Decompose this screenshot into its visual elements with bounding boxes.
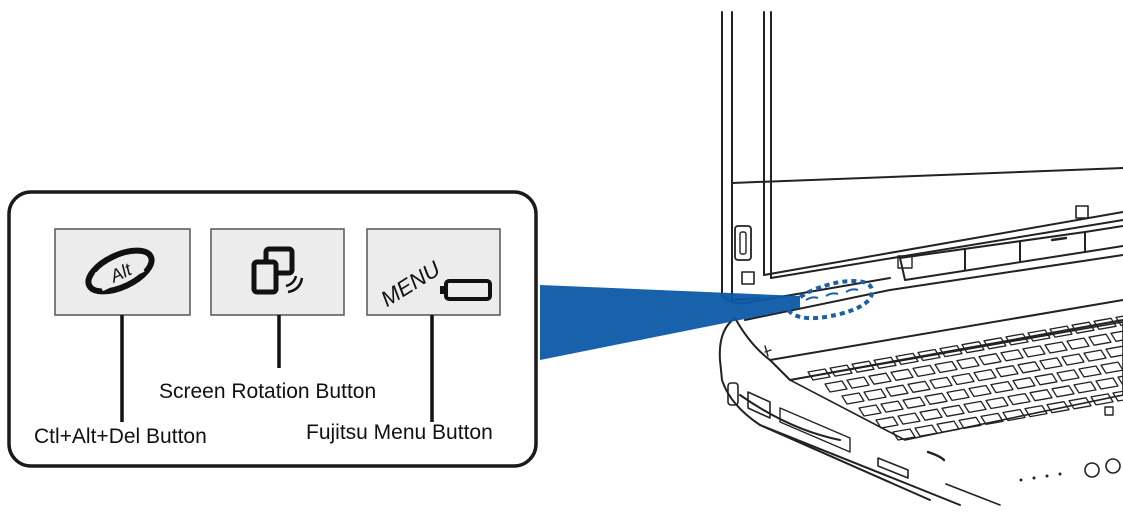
keyboard-key [980, 412, 1004, 426]
battery-icon [440, 279, 492, 301]
menu-button-tile: MENU [366, 228, 501, 316]
keyboard-key [990, 380, 1014, 394]
keyboard-key [1088, 333, 1112, 346]
keyboard-key [1017, 361, 1041, 374]
keyboard-key [983, 337, 1007, 350]
keyboard-key [863, 388, 887, 401]
keyboard-key [973, 368, 997, 382]
keyboard-key [1046, 401, 1070, 414]
keyboard-keys [807, 315, 1123, 441]
keyboard-key [851, 360, 875, 373]
keyboard-key [1083, 349, 1107, 362]
keyboard-key [1071, 321, 1095, 334]
keyboard-key [1027, 329, 1051, 342]
rotation-button-tile [210, 228, 345, 316]
keyboard-key [978, 353, 1002, 366]
keyboard-key [914, 424, 938, 437]
keyboard-key [1051, 385, 1075, 398]
laptop-button-bumps [805, 288, 859, 301]
keyboard-key [929, 376, 953, 390]
keyboard-key [956, 356, 980, 370]
leader-lines [120, 315, 434, 422]
keyboard-key [1073, 381, 1097, 394]
keyboard-key [1002, 408, 1026, 422]
keyboard-key [936, 420, 960, 433]
keyboard-key [895, 352, 919, 366]
keyboard-key [807, 368, 831, 381]
screen-rotation-label: Screen Rotation Button [159, 380, 377, 403]
highlight-beam [540, 285, 800, 360]
keyboard-key [1090, 393, 1114, 406]
keyboard-key [892, 428, 916, 441]
keyboard-key [1115, 315, 1123, 327]
keyboard-key [958, 416, 982, 429]
keyboard-key [902, 396, 926, 409]
keyboard-key [1029, 389, 1053, 402]
alt-button-tile: Alt [54, 228, 191, 316]
alt-icon: Alt [85, 247, 155, 295]
keyboard-key [919, 408, 943, 421]
keyboard-key [880, 400, 904, 413]
keyboard-key [875, 416, 899, 429]
keyboard-key [1100, 361, 1123, 374]
keyboard-key [946, 388, 970, 402]
keyboard-key [1078, 365, 1102, 378]
keyboard-key [924, 392, 948, 405]
keyboard-key [1105, 345, 1123, 358]
keyboard-key [939, 344, 963, 358]
keyboard-key [934, 360, 958, 374]
keyboard-key [829, 364, 853, 377]
keyboard-key [968, 384, 992, 398]
keyboard-key [1005, 333, 1029, 346]
keyboard-key [1093, 317, 1117, 330]
keyboard-key [1044, 341, 1068, 354]
keyboard-key [963, 400, 987, 414]
keyboard-key [1007, 392, 1031, 406]
keyboard-key [824, 380, 848, 393]
keyboard-key [1095, 377, 1119, 390]
keyboard-key [951, 372, 975, 386]
keyboard-key [1110, 330, 1123, 342]
keyboard-key [961, 341, 985, 354]
keyboard-key [858, 404, 882, 417]
keyboard-key [1056, 369, 1080, 382]
keyboard-key [1000, 349, 1024, 362]
keyboard-key [907, 380, 931, 393]
keyboard-key [1022, 345, 1046, 358]
keyboard-key [1012, 377, 1036, 390]
keyboard-key [873, 356, 897, 369]
display-lid [721, 11, 1123, 305]
keyboard-key [846, 376, 870, 389]
keyboard-key [995, 365, 1019, 378]
screen-rotation-icon [251, 246, 304, 295]
keyboard-key [1049, 325, 1073, 338]
keyboard-key [890, 368, 914, 381]
keyboard-key [1117, 375, 1123, 386]
keyboard-key [1039, 357, 1063, 370]
laptop-illustration [718, 11, 1123, 506]
keyboard-key [917, 348, 941, 362]
keyboard-key [897, 412, 921, 425]
button-highlight-outline [785, 279, 875, 321]
laptop-base [718, 254, 1123, 506]
keyboard-key [885, 384, 909, 397]
keyboard-key [941, 404, 965, 417]
fujitsu-menu-label: Fujitsu Menu Button [306, 421, 493, 444]
keyboard-key [841, 392, 865, 405]
keyboard-key [868, 372, 892, 385]
keyboard-key [1068, 397, 1092, 410]
keyboard-key [912, 364, 936, 378]
keyboard-key [1061, 353, 1085, 366]
keyboard-key [985, 396, 1009, 410]
keyboard-key [1034, 373, 1058, 386]
ctl-alt-del-label: Ctl+Alt+Del Button [34, 425, 207, 448]
keyboard-key [1066, 337, 1090, 350]
keyboard-key [1024, 404, 1048, 418]
keyboard-key [1112, 390, 1123, 402]
